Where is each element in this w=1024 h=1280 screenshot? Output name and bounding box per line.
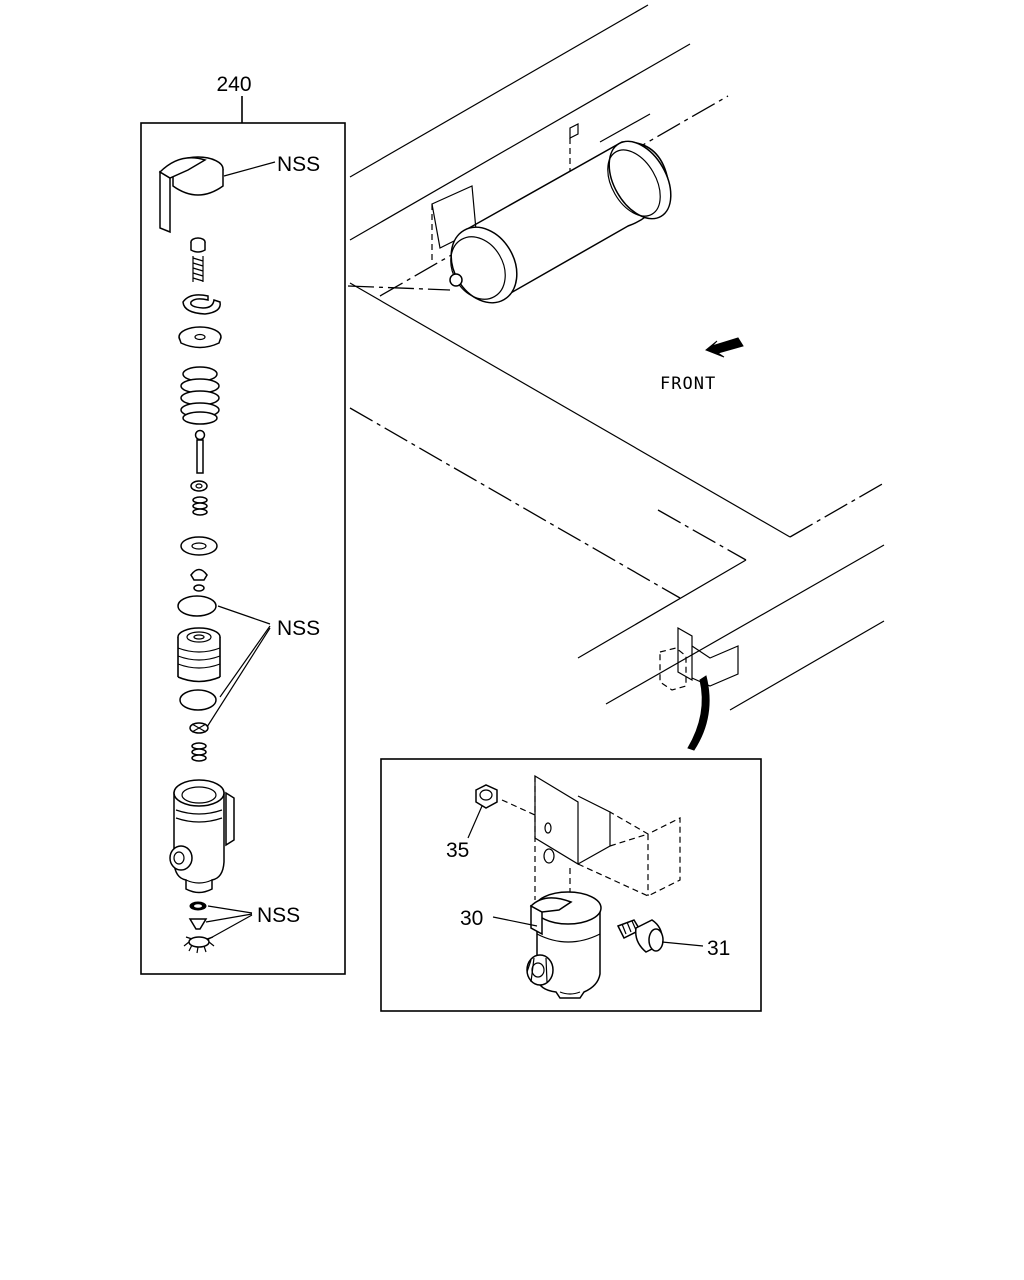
air-dryer-30	[526, 868, 602, 999]
assembly-frame	[140, 122, 346, 975]
callout-31: 31	[707, 937, 730, 960]
small-nut	[190, 237, 206, 253]
main-spring	[180, 366, 220, 425]
snap-ring	[182, 294, 221, 315]
callout-30: 30	[460, 907, 483, 930]
front-arrow-icon	[705, 337, 744, 358]
callout-35: 35	[446, 839, 469, 862]
front-label: FRONT	[660, 374, 716, 394]
leader-30	[492, 916, 538, 927]
chassis-view: FRONT	[347, 4, 885, 751]
leader-35	[467, 805, 483, 839]
detail-pointer-arrow	[687, 675, 710, 751]
detail-frame	[380, 758, 762, 1012]
rail-line-1	[349, 4, 649, 178]
mounting-bracket	[501, 774, 681, 900]
small-o-ring	[193, 584, 205, 592]
nss-leader-mid-1	[217, 605, 271, 625]
inner-spring	[192, 496, 208, 516]
leader-31	[661, 941, 704, 947]
piston	[177, 627, 221, 683]
plunger-pin	[194, 429, 206, 474]
nss-leader-low-2	[205, 913, 253, 923]
rail-line-2	[349, 43, 691, 241]
valve-housing	[169, 779, 235, 894]
nss-leader-top	[223, 161, 276, 177]
o-ring-upper	[177, 595, 217, 617]
detail-inset: 35 30 31	[380, 758, 762, 1012]
nss-leader-mid-3	[206, 627, 271, 728]
side-rail-top	[605, 544, 885, 705]
valve-element	[190, 568, 208, 581]
lower-check	[188, 918, 208, 930]
o-ring-lower	[179, 689, 217, 711]
drain-valve-31	[616, 919, 664, 953]
side-rail-bottom	[729, 620, 885, 711]
nut-35	[475, 784, 498, 809]
nss-label-bottom: NSS	[257, 904, 300, 927]
small-spring	[192, 256, 204, 282]
spring-seat	[178, 326, 222, 349]
crossmember-mid	[349, 407, 681, 599]
nss-leader-low-3	[206, 914, 253, 941]
nss-label-top: NSS	[277, 153, 320, 176]
star-washer	[183, 936, 215, 954]
lower-spring	[191, 742, 207, 762]
nss-leader-mid-2	[219, 625, 271, 698]
assembly-panel: 240 NSS	[140, 73, 346, 975]
nss-label-middle: NSS	[277, 617, 320, 640]
piston-seat	[180, 536, 218, 556]
top-cover	[158, 156, 224, 234]
washer-small	[190, 480, 208, 492]
nss-leader-low-1	[207, 905, 253, 914]
assembly-callout-240: 240	[216, 73, 251, 96]
air-tank	[431, 113, 672, 304]
dryer-mount-location	[659, 626, 739, 691]
crossmember-top	[349, 282, 791, 538]
